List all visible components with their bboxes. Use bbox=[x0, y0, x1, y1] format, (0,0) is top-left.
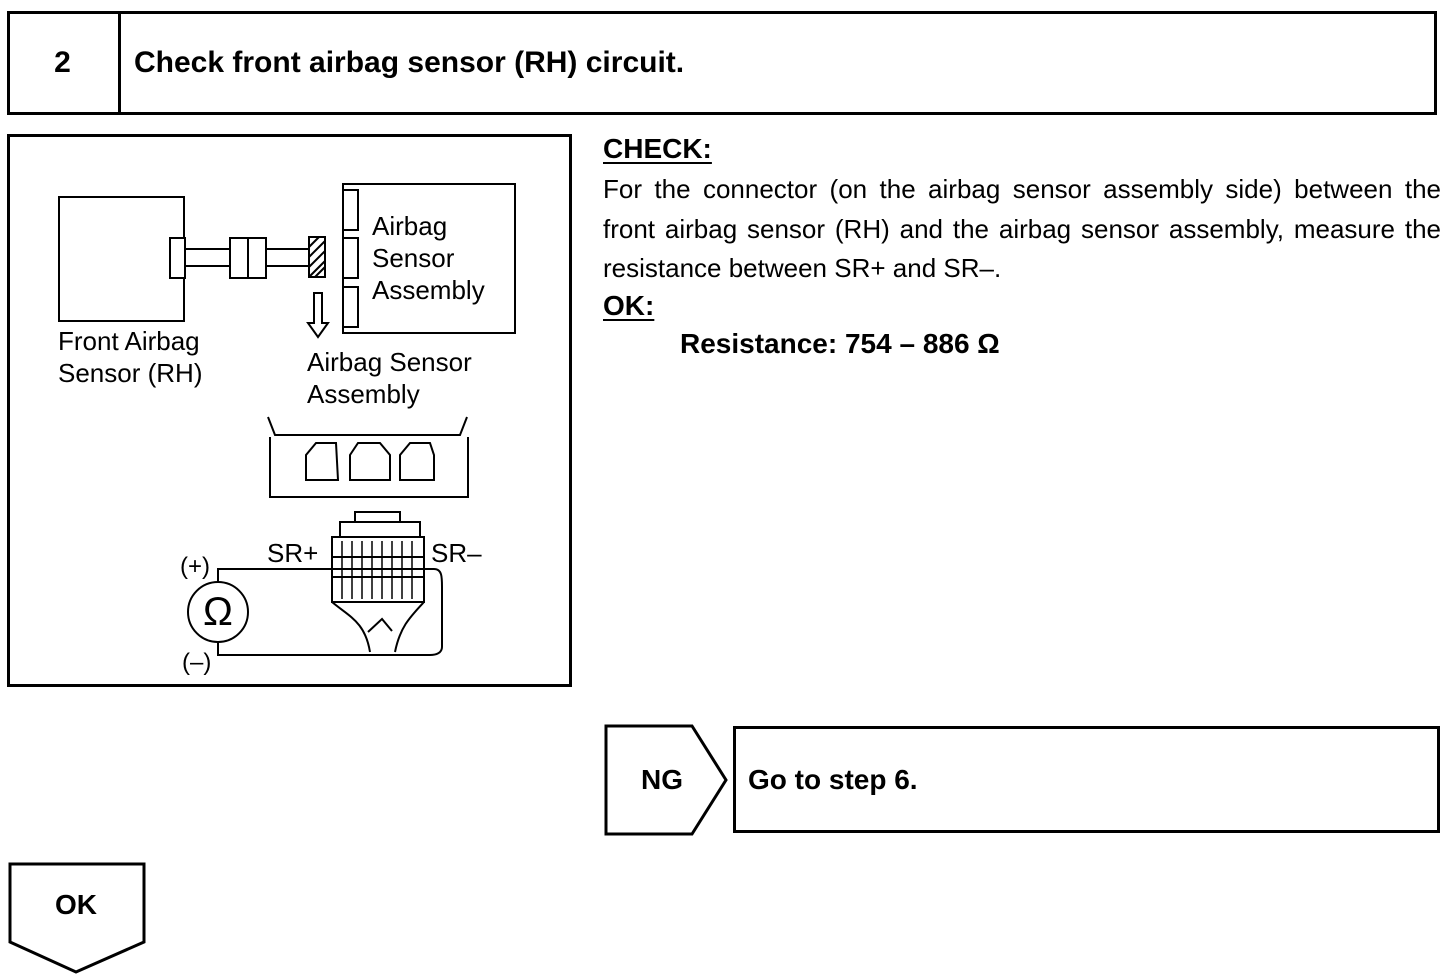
ng-arrow-shape bbox=[604, 724, 728, 836]
ok-arrow-shape bbox=[8, 862, 146, 974]
pointer-label-2: Assembly bbox=[307, 379, 420, 409]
ng-label: NG bbox=[641, 764, 683, 795]
terminal-sr-plus: SR+ bbox=[267, 538, 319, 568]
ng-result-text: Go to step 6. bbox=[748, 763, 918, 795]
pointer-label-1: Airbag Sensor bbox=[307, 347, 472, 377]
ng-result-box bbox=[733, 726, 1440, 833]
step-header-divider bbox=[118, 11, 121, 115]
terminal-sr-minus: SR– bbox=[431, 538, 482, 568]
assembly-box bbox=[342, 183, 516, 334]
resistance-spec: Resistance: 754 – 886 Ω bbox=[680, 328, 1000, 359]
front-sensor-label-2: Sensor (RH) bbox=[58, 358, 203, 388]
wiring-figure: Front Airbag Sensor (RH) Airbag Sensor A… bbox=[7, 134, 572, 687]
step-header bbox=[7, 11, 1437, 115]
ohm-icon: Ω bbox=[203, 590, 233, 634]
ok-heading: OK: bbox=[603, 290, 655, 321]
check-instructions: For the connector (on the airbag sensor … bbox=[603, 174, 1441, 283]
front-sensor-box bbox=[58, 196, 185, 322]
step-number: 2 bbox=[54, 46, 71, 79]
meter-plus-label: (+) bbox=[180, 553, 210, 580]
front-sensor-label-1: Front Airbag bbox=[58, 326, 200, 356]
meter-minus-label: (–) bbox=[182, 649, 212, 676]
ok-label: OK bbox=[55, 889, 97, 920]
assembly-label-1: Airbag bbox=[372, 211, 448, 241]
assembly-label-3: Assembly bbox=[372, 275, 485, 305]
step-title: Check front airbag sensor (RH) circuit. bbox=[134, 46, 685, 79]
assembly-label-2: Sensor bbox=[372, 243, 455, 273]
check-heading: CHECK: bbox=[603, 133, 712, 164]
wiring-diagram bbox=[58, 183, 516, 656]
